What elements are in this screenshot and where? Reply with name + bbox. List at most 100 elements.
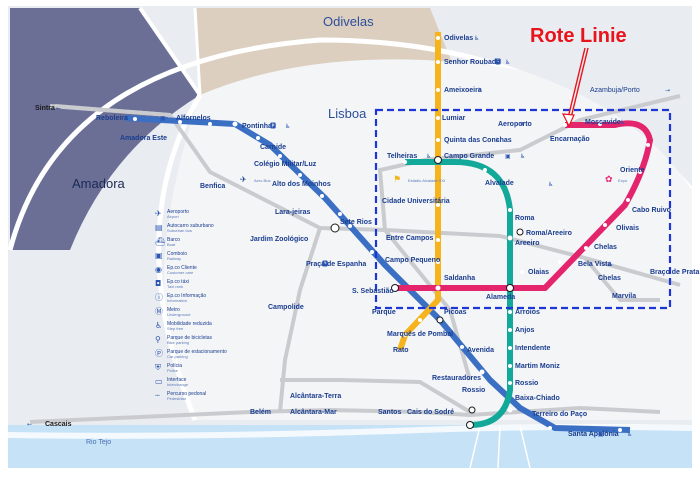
station-alvalade: Alvalade — [485, 180, 514, 187]
parking-icon: 🅿 — [322, 261, 328, 268]
legend-sublabel: Interchange — [167, 382, 189, 387]
legend-label: Metro — [167, 307, 180, 313]
station-benfica: Benfica — [200, 183, 225, 190]
legend-sublabel: Car parking — [167, 354, 188, 359]
legend-sublabel: Information — [167, 298, 187, 303]
arrow-left-icon: ← — [56, 105, 61, 112]
red-line-highlight-box — [374, 108, 672, 310]
station-colegio-militar: Colégio Militar/Luz — [254, 161, 317, 168]
station-oriente: Oriente — [620, 167, 645, 174]
station-baixa-chiado: Baixa-Chiado — [515, 395, 560, 402]
interchange-markers — [330, 156, 524, 429]
area-lisboa: Lisboa — [328, 106, 367, 121]
legend-sublabel: Customer care — [167, 270, 194, 275]
expo-logo: ✿ Expo — [605, 175, 628, 185]
station-marques-pombal: Marquês de Pombal — [387, 331, 453, 338]
parking-icon: 🅿 — [270, 123, 276, 130]
station-alfornelos: Alfornelos — [176, 115, 211, 122]
legend-sublabel: Suburban bus — [167, 228, 192, 233]
red-line — [395, 120, 653, 291]
legend-label: Parque de bicicletas — [167, 335, 213, 341]
station-bela-vista: Bela Vista — [578, 261, 611, 268]
zone-border — [138, 6, 202, 97]
station-campo-pequeno: Campo Pequeno — [385, 257, 440, 264]
train-icon: ▣ — [155, 251, 163, 260]
station-anjos: Anjos — [515, 327, 535, 334]
annotation-arrow-line-2 — [570, 47, 589, 119]
station-cidade-universitaria: Cidade Universitária — [382, 198, 450, 205]
mobility-icon: ♿ — [285, 123, 290, 130]
amadora-zone — [10, 8, 200, 250]
estadio-logo: ⚑ Estádio Alvalade XXI — [393, 175, 445, 185]
station-braco-prata: Braço de Prata — [650, 269, 700, 276]
station-odivelas: Odivelas — [444, 35, 473, 42]
station-jardim-zoologico: Jardim Zoológico — [250, 236, 308, 243]
station-sete-rios: Sete Rios — [340, 219, 372, 226]
area-amadora: Amadora — [72, 176, 126, 191]
station-lumiar: Lumiar — [442, 115, 466, 122]
future-line-icon: ┄ — [155, 391, 160, 400]
station-santos: Santos — [378, 409, 401, 416]
station-saldanha: Saldanha — [444, 275, 475, 282]
station-senhor-roubado: Senhor Roubado — [444, 59, 500, 66]
mobility-icon: ♿ — [474, 35, 479, 42]
station-carnide: Carnide — [260, 144, 286, 151]
station-intendente: Intendente — [515, 345, 550, 352]
legend-label: Polícia — [167, 363, 182, 369]
legend-label: Interface — [167, 377, 187, 383]
interchange-icon: ▭ — [155, 377, 163, 386]
annotation-label: Rote Linie — [530, 25, 627, 47]
mobility-icon: ♿ — [426, 153, 431, 160]
metro-icon: Ⓜ — [155, 307, 163, 316]
station-aeroporto: Aeroporto — [498, 121, 532, 128]
parking-icon: Ⓟ — [155, 349, 163, 358]
arrow-left-icon-2: ← — [27, 421, 32, 428]
station-encarnacao: Encarnação — [550, 136, 590, 143]
station-arroios: Arroios — [515, 309, 540, 316]
river-label: Rio Tejo — [86, 439, 111, 446]
legend-sublabel: Airport — [167, 214, 180, 219]
mobility-icon: ♿ — [520, 153, 525, 160]
station-roma: Roma — [515, 215, 535, 222]
legend-sublabel: Bike parking — [167, 340, 189, 345]
station-chelas: Chelas — [594, 244, 617, 251]
station-s-sebastiao: S. Sebastião — [352, 288, 394, 295]
dest-sintra: Sintra — [35, 105, 55, 112]
parking-icon: 🅿 — [495, 59, 501, 66]
legend-label: Ep.co táxi — [167, 279, 189, 285]
station-olaias: Olaias — [528, 269, 549, 276]
legend-label: Barco — [167, 237, 180, 243]
lisboa-zone — [163, 59, 692, 420]
bus-terminal-icon: ▤ — [155, 223, 163, 232]
station-alameda: Alameda — [486, 294, 515, 301]
mobility-icon: ♿ — [477, 87, 482, 94]
station-roma-areeiro: Roma/Areeiro — [526, 230, 572, 237]
station-moscavide: Moscavide — [585, 119, 621, 126]
bus-icon: ▣ — [160, 115, 166, 122]
legend-label: Percurso pedonal — [167, 391, 206, 397]
station-santa-apolonia: Santa Apolónia — [568, 431, 619, 438]
station-entre-campos: Entre Campos — [386, 235, 434, 242]
aerobus-label: Aero Bus — [254, 178, 270, 183]
legend-sublabel: Underground — [167, 312, 190, 317]
station-picoas: Picoas — [444, 309, 467, 316]
police-icon: ⛨ — [155, 363, 161, 372]
station-areeiro: Areeiro — [515, 240, 540, 247]
legend-label: Ep.co Cliente — [167, 265, 197, 271]
bike-icon: ⚲ — [155, 335, 161, 344]
aerobus-icon: ✈ — [240, 175, 247, 184]
taxi-icon: ◘ — [155, 279, 161, 288]
bus-icon: ▣ — [505, 153, 511, 160]
aerobus-logo: ✈ Aero Bus — [240, 175, 270, 184]
station-parque: Parque — [372, 309, 396, 316]
station-reboleira: Reboleira — [96, 115, 128, 122]
station-praca-espanha: Praça de Espanha — [306, 261, 366, 268]
station-rossio-green: Rossio — [515, 380, 538, 387]
mobility-icon: ♿ — [155, 321, 162, 330]
station-cabo-ruivo: Cabo Ruivo — [632, 207, 671, 214]
yellow-line — [397, 32, 441, 351]
station-alcantara-terra: Alcântara-Terra — [290, 393, 341, 400]
station-ameixoeira: Ameixoeira — [444, 87, 482, 94]
blue-line — [124, 115, 631, 433]
station-alto-moinhos: Alto dos Moinhos — [272, 181, 331, 188]
